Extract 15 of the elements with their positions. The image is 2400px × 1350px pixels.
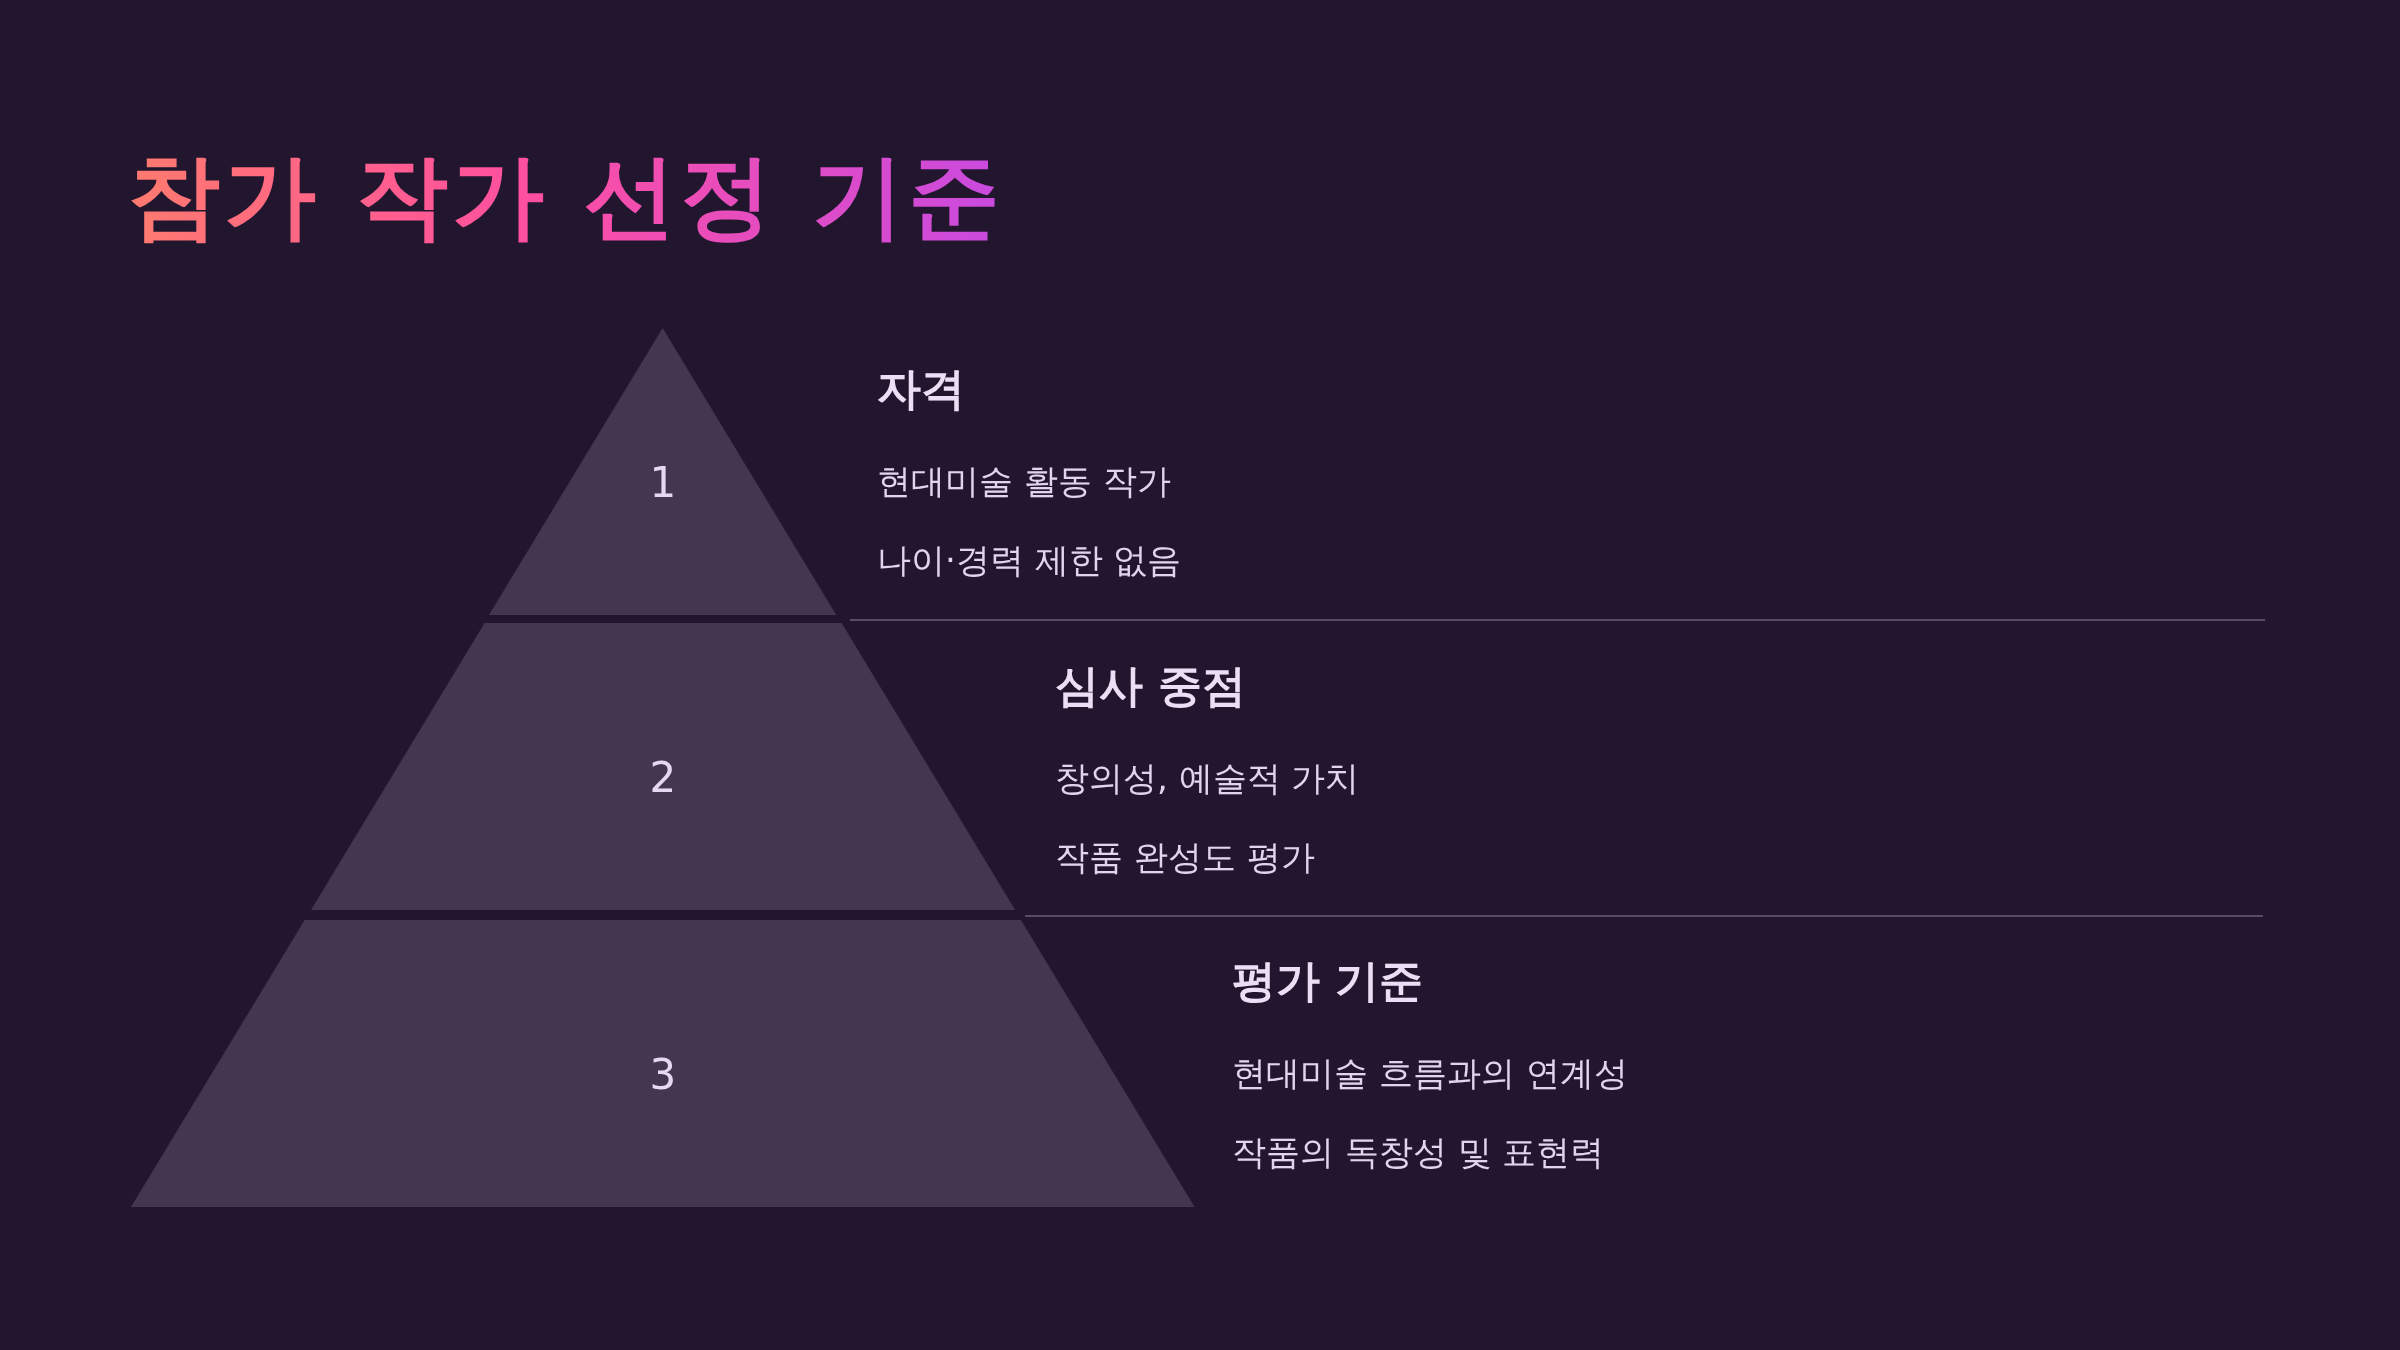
criterion-text: 현대미술 활동 작가 bbox=[877, 460, 1171, 503]
pyramid-tier bbox=[131, 920, 1195, 1207]
criterion-text: 현대미술 흐름과의 연계성 bbox=[1232, 1052, 1628, 1095]
tier-number: 1 bbox=[649, 457, 677, 507]
tier-number: 3 bbox=[649, 1049, 677, 1099]
tier-heading: 평가 기준 bbox=[1232, 954, 1424, 1008]
criterion-text: 나이·경력 제한 없음 bbox=[877, 539, 1182, 582]
pyramid-tier bbox=[489, 328, 837, 615]
tier-heading: 자격 bbox=[877, 362, 965, 416]
criterion-text: 작품의 독창성 및 표현력 bbox=[1232, 1131, 1605, 1174]
criterion-text: 작품 완성도 평가 bbox=[1055, 836, 1315, 879]
tier-heading: 심사 중점 bbox=[1055, 659, 1247, 713]
pyramid-tier bbox=[310, 623, 1016, 910]
criterion-text: 창의성, 예술적 가치 bbox=[1055, 757, 1360, 800]
tier-number: 2 bbox=[649, 752, 677, 802]
